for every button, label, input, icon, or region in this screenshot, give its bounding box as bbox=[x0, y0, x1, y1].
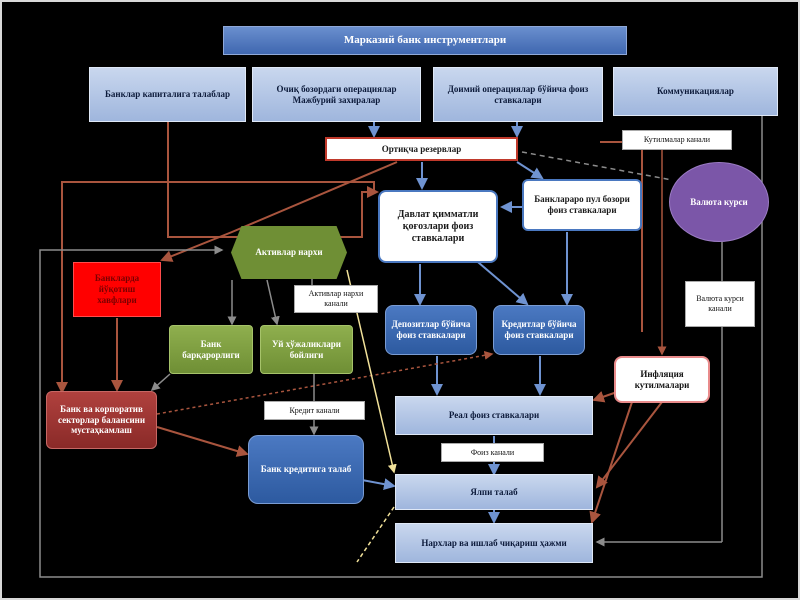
bank-loss-risks-box: Банкларда йўқотиш хавфлари bbox=[73, 262, 161, 317]
deposit-rates-box: Депозитлар бўйича фоиз ставкалари bbox=[385, 305, 477, 355]
credit-rates-box: Кредитлар бўйича фоиз ставкалари bbox=[493, 305, 585, 355]
asset-prices-channel-label: Активлар нархи канали bbox=[294, 285, 378, 313]
interbank-rates-box: Банклараро пул бозори фоиз ставкалари bbox=[522, 179, 642, 231]
interest-channel-label: Фоиз канали bbox=[441, 443, 544, 462]
bank-credit-demand-box: Банк кредитига талаб bbox=[248, 435, 364, 504]
inflation-expectations-box: Инфляция кутилмалари bbox=[614, 356, 710, 403]
open-market-operations-box: Очиқ бозордаги операциялар Мажбурий захи… bbox=[252, 67, 421, 122]
government-bonds-rates-box: Давлат қимматли қоғозлари фоиз ставкалар… bbox=[378, 190, 498, 263]
household-wealth-box: Уй хўжаликлари бойлиги bbox=[260, 325, 353, 374]
balance-sheets-box: Банк ва корпоратив секторлар балансини м… bbox=[46, 391, 157, 449]
real-interest-rates-box: Реал фоиз ставкалари bbox=[395, 396, 593, 435]
aggregate-demand-box: Ялпи талаб bbox=[395, 474, 593, 510]
asset-prices-hexagon: Активлар нархи bbox=[231, 226, 347, 279]
excess-reserves-box: Ортиқча резервлар bbox=[325, 137, 518, 161]
prices-and-output-box: Нархлар ва ишлаб чиқариш ҳажми bbox=[395, 523, 593, 563]
diagram-title: Марказий банк инструментлари bbox=[223, 26, 627, 55]
bank-capital-requirements-box: Банклар капиталига талаблар bbox=[89, 67, 246, 122]
communications-box: Коммуникациялар bbox=[613, 67, 778, 116]
bank-soundness-box: Банк барқарорлиги bbox=[169, 325, 253, 374]
exchange-rate-channel-label: Валюта курси канали bbox=[685, 281, 755, 327]
exchange-rate-circle: Валюта курси bbox=[669, 162, 769, 242]
standing-facilities-rates-box: Доимий операциялар бўйича фоиз ставкалар… bbox=[433, 67, 603, 122]
expectations-channel-label: Кутилмалар канали bbox=[622, 130, 732, 150]
credit-channel-label: Кредит канали bbox=[264, 401, 365, 420]
